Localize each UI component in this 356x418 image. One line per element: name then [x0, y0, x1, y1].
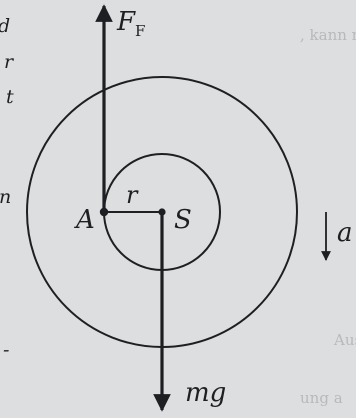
margin-fragment-4: n: [0, 186, 11, 208]
point-s-dot: [158, 208, 166, 216]
bleed-text-bottom: Aus der Bewegungsgleich: [333, 331, 356, 349]
margin-fragment-5: -: [3, 339, 9, 361]
point-a-label: A: [74, 205, 95, 235]
margin-fragment-2: r: [4, 51, 15, 73]
bleed-text-top: , kann mit dem Satz vo: [300, 26, 356, 44]
force-label: FF: [116, 7, 145, 40]
force-label-subscript: F: [135, 22, 145, 40]
acceleration-label: a: [337, 218, 353, 248]
margin-fragment-1: d: [0, 15, 10, 37]
margin-fragment-3: t: [6, 86, 14, 108]
point-a-dot: [99, 207, 109, 217]
bleed-text-bottom-2: ung a: [300, 389, 343, 407]
radius-label: r: [126, 181, 139, 209]
weight-label: mg: [185, 378, 226, 408]
center-s-label: S: [174, 205, 192, 235]
force-label-symbol: F: [116, 7, 136, 37]
